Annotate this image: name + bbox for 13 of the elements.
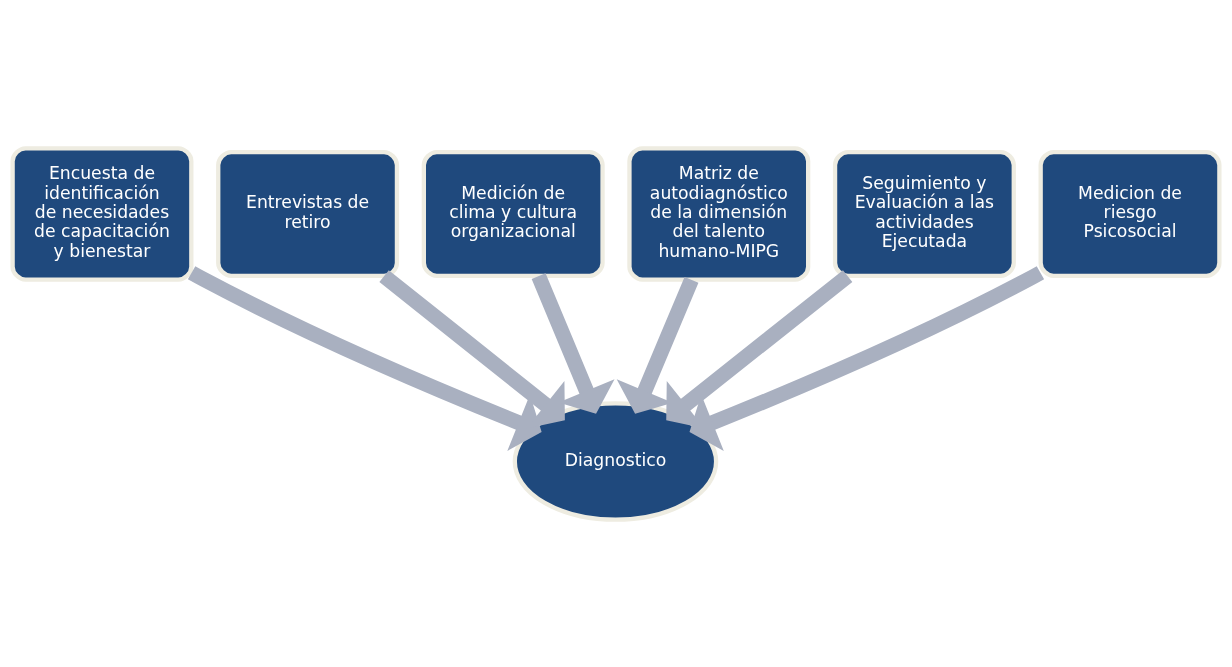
arrow [616, 276, 699, 414]
arrow [187, 265, 542, 451]
node-box: Medicion de riesgo Psicosocial [1038, 149, 1222, 278]
node-box: Medición de clima y cultura organizacional [421, 149, 605, 278]
arrow [666, 269, 853, 428]
arrow [531, 272, 615, 414]
arrow [689, 265, 1045, 451]
node-box: Matriz de autodiagnóstico de la dimensión del talento humano-MIPG [627, 145, 811, 282]
arrow [379, 269, 565, 428]
node-box: Encuesta de identificación de necesidades de capacitación y bienestar [10, 145, 194, 282]
node-box: Entrevistas de retiro [216, 149, 400, 278]
node-box: Seguimiento y Evaluación a las actividades Ejecutada [832, 149, 1016, 278]
node-ellipse: Diagnostico [512, 400, 719, 522]
